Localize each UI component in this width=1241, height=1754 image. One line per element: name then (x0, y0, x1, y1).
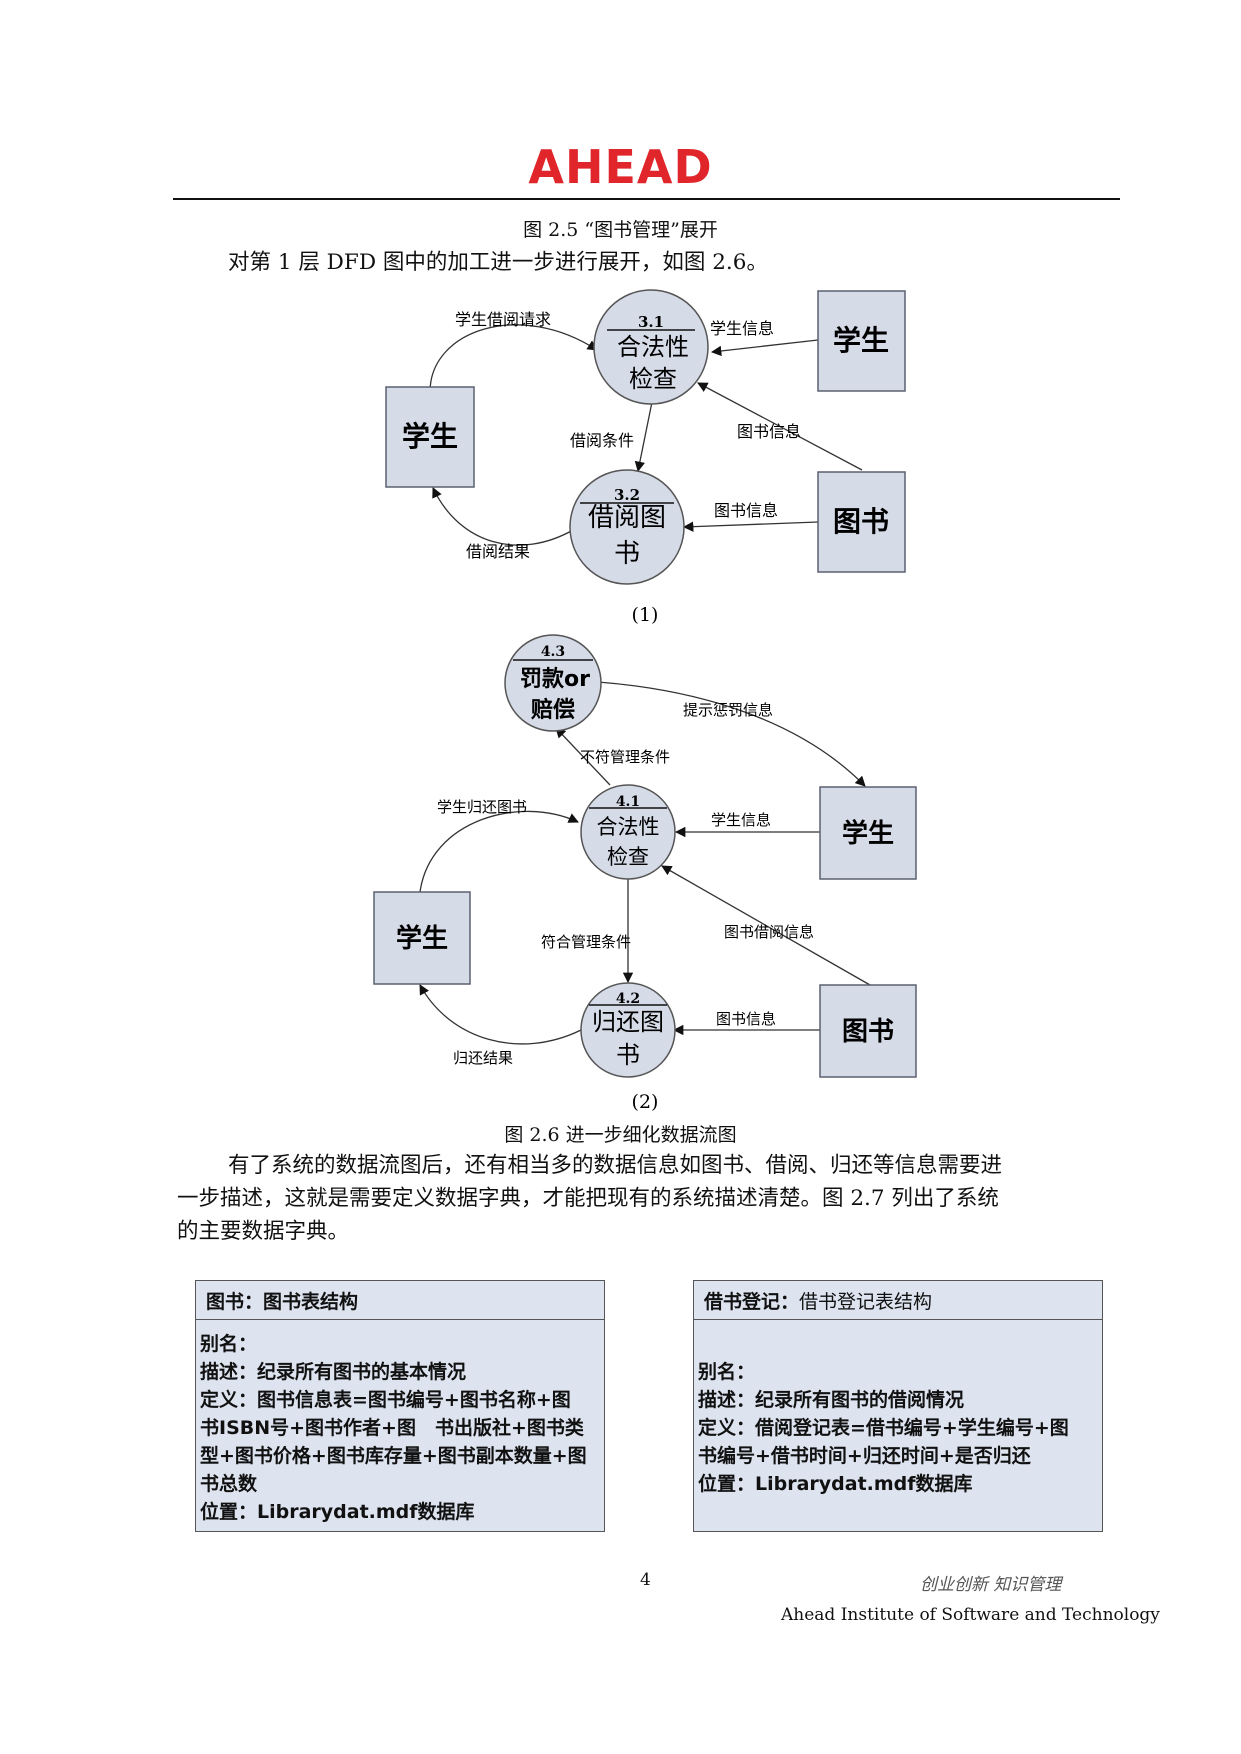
dictionary-book-line: 书ISBN号+图书作者+图 书出版社+图书类 (200, 1417, 584, 1439)
diagram-1: 学生 学生 图书 3.1 合法性 检查 3.2 借阅图 书 学生借阅请求 学生信… (385, 289, 906, 626)
process-4-2-name-line2: 书 (616, 1041, 640, 1069)
flow-request-label: 学生借阅请求 (455, 310, 551, 329)
flow-not-meet-line (555, 727, 611, 786)
dictionary-borrow-line: 位置：Librarydat.mdf数据库 (698, 1473, 973, 1495)
footer-company: Ahead Institute of Software and Technolo… (781, 1605, 1160, 1625)
dictionary-borrow-header-rest: 借书登记表结构 (799, 1291, 933, 1313)
ahead-logo: AHEAD (528, 140, 713, 194)
entity-student-right-label: 学生 (833, 324, 889, 357)
dictionary-book-box: 图书：图书表结构 别名： 描述：纪录所有图书的基本情况 定义：图书信息表=图书编… (195, 1280, 605, 1532)
process-3-2 (569, 469, 685, 585)
diagram-1-label: (1) (632, 604, 659, 626)
flow-return-line (419, 810, 579, 893)
figure-caption-2-6: 图 2.6 进一步细化数据流图 (504, 1124, 737, 1146)
entity-student-right-2 (819, 786, 917, 880)
flow-borrow-info-label: 图书借阅信息 (724, 923, 814, 941)
process-3-1-name-line1: 合法性 (617, 333, 689, 361)
dictionary-book-body: 别名： 描述：纪录所有图书的基本情况 定义：图书信息表=图书编号+图书名称+图 … (196, 1320, 604, 1536)
flow-book-info-line (682, 521, 819, 532)
entity-book (817, 471, 906, 573)
dictionary-borrow-line: 别名： (698, 1361, 756, 1383)
dfd-diagrams: 学生 学生 图书 3.1 合法性 检查 3.2 借阅图 书 学生借阅请求 学生信… (373, 289, 917, 1113)
process-4-3-name-line2: 赔偿 (531, 697, 575, 723)
flow-penalty-line (597, 681, 866, 787)
flow-condition-label: 借阅条件 (570, 431, 634, 450)
entity-book-2-label: 图书 (842, 1017, 894, 1047)
process-4-2-number: 4.2 (616, 991, 640, 1007)
flow-penalty-label: 提示惩罚信息 (683, 701, 773, 719)
footer-tagline: 创业创新 知识管理 (920, 1575, 1062, 1595)
process-4-2 (580, 982, 676, 1078)
process-4-3-name-line1: 罚款or (520, 666, 590, 692)
process-3-1-number: 3.1 (638, 313, 664, 331)
entity-student-right-2-label: 学生 (842, 818, 894, 849)
dictionary-borrow-header-bold: 借书登记： (704, 1291, 800, 1313)
entity-student-left (385, 386, 475, 488)
flow-result-line-2 (419, 984, 582, 1045)
dictionary-book-line: 位置：Librarydat.mdf数据库 (200, 1501, 475, 1523)
flow-student-info-line (710, 339, 819, 357)
process-4-1-number: 4.1 (616, 794, 640, 810)
dictionary-borrow-line: 描述：纪录所有图书的借阅情况 (698, 1389, 965, 1411)
dictionary-book-line: 定义：图书信息表=图书编号+图书名称+图 (200, 1389, 571, 1411)
flow-return-label: 学生归还图书 (437, 798, 527, 816)
dictionary-book-line: 别名： (200, 1333, 258, 1355)
dictionary-borrow-line: 书编号+借书时间+归还时间+是否归还 (698, 1445, 1031, 1467)
dictionary-book-line: 型+图书价格+图书库存量+图书副本数量+图 (200, 1445, 587, 1467)
intro-paragraph: 对第 1 层 DFD 图中的加工进一步进行展开，如图 2.6。 (228, 250, 768, 275)
process-4-3-number: 4.3 (541, 644, 565, 660)
flow-student-info-label-2: 学生信息 (711, 811, 771, 829)
dictionary-borrow-line: 定义：借阅登记表=借书编号+学生编号+图 (698, 1417, 1069, 1439)
page-number: 4 (640, 1570, 651, 1590)
flow-condition-line (634, 401, 653, 473)
process-4-1-name-line1: 合法性 (597, 815, 660, 839)
dictionary-borrow-body: 别名： 描述：纪录所有图书的借阅情况 定义：借阅登记表=借书编号+学生编号+图 … (694, 1320, 1102, 1508)
entity-student-right (817, 290, 906, 392)
entity-student-left-2 (373, 891, 471, 985)
flow-borrow-info-line (661, 865, 871, 986)
flow-book-info-up-line (697, 382, 863, 471)
diagram-2-label: (2) (632, 1091, 659, 1113)
flow-not-meet-label: 不符管理条件 (580, 748, 670, 766)
process-4-2-name-line1: 归还图 (592, 1008, 664, 1036)
paragraph-2-line-1: 有了系统的数据流图后，还有相当多的数据信息如图书、借阅、归还等信息需要进 (228, 1153, 1003, 1178)
paragraph-2-line-2: 一步描述，这就是需要定义数据字典，才能把现有的系统描述清楚。图 2.7 列出了系… (177, 1186, 999, 1211)
dictionary-borrow-box: 借书登记：借书登记表结构 别名： 描述：纪录所有图书的借阅情况 定义：借阅登记表… (693, 1280, 1103, 1532)
process-3-2-name-line2: 书 (614, 539, 640, 569)
entity-book-2 (819, 984, 917, 1078)
process-3-1-name-line2: 检查 (629, 365, 677, 393)
dictionary-book-line: 描述：纪录所有图书的基本情况 (200, 1361, 467, 1383)
flow-result-line (432, 487, 574, 546)
flow-result-label-2: 归还结果 (453, 1049, 513, 1067)
dictionary-book-line: 书总数 (200, 1473, 258, 1495)
process-3-2-name-line1: 借阅图 (588, 503, 666, 533)
figure-caption-2-5: 图 2.5 “图书管理”展开 (523, 219, 718, 241)
diagram-2: 学生 学生 图书 4.3 罚款or 赔偿 4.1 合法性 检查 4.2 归还图 … (373, 634, 917, 1113)
flow-student-info-label: 学生信息 (710, 319, 774, 338)
entity-student-left-2-label: 学生 (396, 923, 448, 954)
header-divider (173, 198, 1120, 200)
paragraph-2-line-3: 的主要数据字典。 (177, 1219, 350, 1244)
dictionary-borrow-header: 借书登记：借书登记表结构 (694, 1281, 1102, 1320)
flow-book-info-label: 图书信息 (714, 501, 778, 520)
flow-book-info-label-2: 图书信息 (716, 1010, 776, 1028)
process-4-1-name-line2: 检查 (607, 845, 649, 869)
process-3-2-number: 3.2 (614, 486, 640, 504)
entity-student-left-label: 学生 (402, 420, 458, 453)
dictionary-book-header: 图书：图书表结构 (196, 1281, 604, 1320)
process-3-1 (593, 289, 709, 405)
flow-result-label: 借阅结果 (466, 542, 530, 561)
process-4-3 (504, 634, 602, 732)
flow-request-line (429, 324, 598, 393)
flow-meet-label: 符合管理条件 (541, 933, 631, 951)
entity-book-label: 图书 (833, 505, 889, 538)
flow-book-info-up-label: 图书信息 (737, 422, 801, 441)
